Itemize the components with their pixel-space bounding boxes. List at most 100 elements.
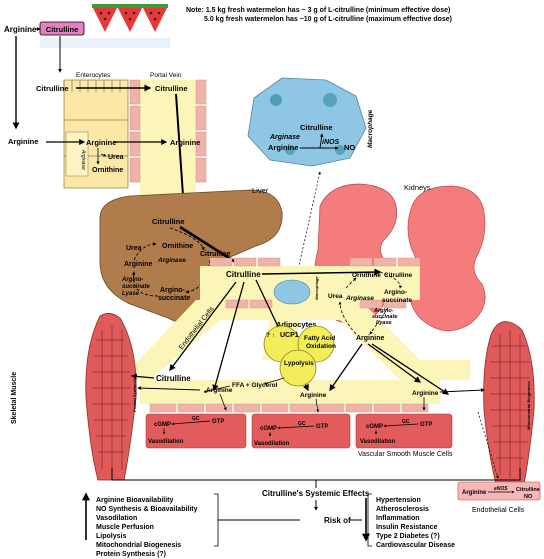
kid-arginine-label: Arginine xyxy=(356,335,384,342)
watermelon-icon xyxy=(92,4,118,32)
vsmc-signaling-1: cGMP GTP GC Vasodilation xyxy=(148,416,224,445)
effect-item: Mitochondrial Biogenesis xyxy=(96,542,182,549)
svg-text:GC: GC xyxy=(192,416,200,422)
v-arginine-2: Arginine xyxy=(300,392,327,399)
liv-as-label: Argino-succinate xyxy=(158,287,190,302)
kid-as-label: Argino-succinate xyxy=(382,289,412,304)
liver-label: Liver xyxy=(252,186,269,195)
liv-arginine-label: Arginine xyxy=(124,261,152,268)
ent-arginine-label: Arginine xyxy=(86,138,116,147)
effect-item: Protein Synthesis (?) xyxy=(96,551,167,558)
svg-text:GTP: GTP xyxy=(316,424,328,430)
ec-citrulline-label: Citrulline xyxy=(516,487,540,493)
vessel-macrophage-label: Macrophage xyxy=(314,276,319,300)
v-arginine-1: Arginine xyxy=(206,387,233,394)
vsmc-label: Vascular Smooth Muscle Cells xyxy=(358,451,453,458)
effect-item: Arginine Bioavailability xyxy=(96,497,174,504)
risk-item: Cardiovascular Disease xyxy=(376,542,455,549)
mac-inos-label: iNOS xyxy=(322,139,339,146)
ec-label: Endothelial Cells xyxy=(472,507,525,514)
right-muscle-fibers xyxy=(490,330,532,478)
adipocyte-cell xyxy=(279,349,317,387)
v-arginine-3: Arginine xyxy=(412,390,439,397)
vsmc-signaling-2: cGMP GTP GC Vasodilation xyxy=(254,421,328,447)
mac-no-label: NO xyxy=(344,143,355,152)
muscle-fibers xyxy=(92,326,130,474)
risk-item: Hypertension xyxy=(376,497,421,504)
ent-urea-label: Urea xyxy=(108,154,124,161)
svg-text:GC: GC xyxy=(298,421,306,427)
arginine-entry-label: Arginine xyxy=(8,137,38,146)
enterocytes-label: Enterocytes xyxy=(76,72,111,79)
effect-item: NO Synthesis & Bioavailability xyxy=(96,506,198,513)
note-line-1: Note: 1.5 kg fresh watermelon has ~ 3 g … xyxy=(186,7,451,14)
enterocytes-tissue xyxy=(63,79,129,189)
mac-arginine-label: Arginine xyxy=(268,143,298,152)
mac-arginase-label: Arginase xyxy=(269,134,300,141)
note-line-2: 5.0 kg fresh watermelon has ~10 g of L-c… xyxy=(204,16,452,23)
arginine-top-label: Arginine xyxy=(4,25,37,34)
svg-text:? ↑: ? ↑ xyxy=(266,332,275,339)
sk-citrulline-label: Citrulline xyxy=(156,374,191,383)
liv-arginase-label: Arginase xyxy=(157,257,186,264)
watermelon-icon xyxy=(117,4,143,32)
risk-of-label: Risk of xyxy=(324,516,351,525)
risk-effects-list: Hypertension Atherosclerosis Inflammatio… xyxy=(376,496,455,550)
skeletal-muscle-label: Skeletal Muscle xyxy=(11,372,18,424)
ffa-label: FFA + Glycerol xyxy=(232,382,278,389)
portal-vein-label: Portal Vein xyxy=(150,72,182,79)
macrophage-cell xyxy=(247,77,367,167)
kid-urea-label: Urea xyxy=(328,293,343,300)
citrulline-source-label: Citrulline xyxy=(46,25,79,34)
mac-citrulline-label: Citrulline xyxy=(300,123,333,132)
citrulline-entry-label: Citrulline xyxy=(36,84,69,93)
risk-item: Inflammation xyxy=(376,515,420,522)
ec-enos-label: eNOS xyxy=(494,486,508,492)
svg-text:Vasodilation: Vasodilation xyxy=(360,439,396,445)
watermelon-icon xyxy=(142,4,168,32)
risk-item: Atherosclerosis xyxy=(376,506,429,513)
effect-item: Muscle Perfusion xyxy=(96,524,154,531)
vsmc-layer xyxy=(145,413,453,449)
kid-citrulline-label: Citrulline xyxy=(384,272,413,279)
ec-arginine-label: Arginine xyxy=(462,490,487,496)
svg-text:cGMP: cGMP xyxy=(154,422,171,428)
ec-no-label: NO xyxy=(524,494,533,500)
risk-item: Type 2 Diabetes (?) xyxy=(376,533,440,540)
vessel-walls xyxy=(149,257,429,413)
svg-text:cGMP: cGMP xyxy=(366,424,383,430)
svg-text:cGMP: cGMP xyxy=(260,426,277,432)
mito-bio-label: Mitochondrial Biogenesis xyxy=(526,381,531,430)
lipolysis-label: Lypolysis xyxy=(284,360,314,367)
liv-citrulline-label: Citrulline xyxy=(152,217,185,226)
svg-text:GTP: GTP xyxy=(420,422,432,428)
macrophage-label: Macrophage xyxy=(367,109,374,148)
ent-ornithine-label: Ornithine xyxy=(92,167,123,174)
liv-urea-label: Urea xyxy=(126,245,142,252)
dose-note: Note: 1.5 kg fresh watermelon has ~ 3 g … xyxy=(186,6,452,24)
systemic-effects-label: Citrulline's Systemic Effects xyxy=(262,489,370,498)
ent-arginase-label: Arginase xyxy=(80,149,86,170)
svg-text:Vasodilation: Vasodilation xyxy=(254,441,290,447)
ucp1-label: UCP1 xyxy=(280,332,299,339)
vsmc-signaling-3: cGMP GTP GC Vasodilation xyxy=(360,419,432,445)
risk-item: Insulin Resistance xyxy=(376,524,438,531)
portal-vein-walls xyxy=(129,79,207,183)
adipocytes-label: Adipocytes xyxy=(276,320,316,329)
kid-ornithine-label: Ornithine xyxy=(352,272,381,279)
liv-ornithine-label: Ornithine xyxy=(162,243,193,250)
center-citrulline-label: Citrulline xyxy=(226,270,261,279)
svg-text:GTP: GTP xyxy=(212,419,224,425)
vessel-macrophage xyxy=(273,279,311,305)
faded-band xyxy=(40,38,170,48)
effect-item: Vasodilation xyxy=(96,515,138,522)
skeletal-muscle xyxy=(85,313,137,481)
effect-item: Lipolysis xyxy=(96,533,127,540)
svg-text:Vasodilation: Vasodilation xyxy=(148,439,184,445)
pv-citrulline-label: Citrulline xyxy=(155,84,188,93)
